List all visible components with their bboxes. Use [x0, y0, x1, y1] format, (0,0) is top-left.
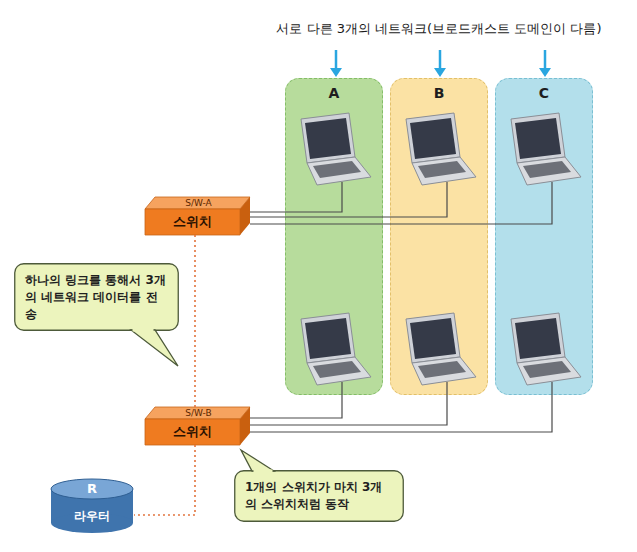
- switch-front: [145, 209, 240, 235]
- switch-side: [240, 407, 250, 445]
- switch-label: 스위치: [145, 209, 240, 235]
- switch-label: 스위치: [145, 419, 240, 445]
- header-label: 서로 다른 3개의 네트워크(브로드캐스트 도메인이 다름): [248, 20, 630, 38]
- laptop-base: [517, 357, 581, 385]
- network-cable: [250, 182, 342, 212]
- switch-top: [145, 197, 250, 209]
- laptop-keyboard: [418, 361, 466, 378]
- network-cable: [250, 382, 552, 432]
- switch-box: S/W-A스위치: [145, 197, 250, 235]
- callout-body: [15, 264, 179, 331]
- switch-name: S/W-A: [151, 197, 246, 209]
- laptop-keyboard: [313, 361, 361, 378]
- laptop-base: [412, 357, 476, 385]
- network-band: C: [495, 78, 593, 395]
- pointer-arrow: [330, 50, 551, 77]
- laptop-lid: [301, 113, 355, 163]
- laptop-screen: [410, 118, 456, 159]
- switch-front: [145, 419, 240, 445]
- band-letter: B: [391, 79, 487, 101]
- switch-top: [145, 407, 250, 419]
- network-cable: [250, 182, 552, 432]
- laptop-lid: [511, 113, 565, 163]
- callout-seam: [133, 329, 154, 332]
- laptop-icon: [406, 113, 476, 185]
- laptop-screen: [305, 318, 351, 359]
- callout-text: 1개의 스위치가 마치 3개의 스위치처럼 동작: [245, 479, 393, 513]
- laptop-icon: [406, 313, 476, 385]
- trunk-link: [194, 235, 196, 407]
- pointer-arrow: [439, 50, 442, 70]
- network-cable: [250, 382, 447, 425]
- pointer-arrow: [544, 50, 547, 70]
- laptop-keyboard: [418, 161, 466, 178]
- callout-body: [235, 471, 404, 522]
- laptop-screen: [515, 118, 561, 159]
- callout-bubble: 1개의 스위치가 마치 3개의 스위치처럼 동작: [234, 470, 404, 522]
- laptop-group: [495, 78, 593, 395]
- laptop-keyboard: [313, 161, 361, 178]
- trunk-link: [134, 445, 195, 515]
- laptop-icon: [511, 313, 581, 385]
- callout-bubble: 하나의 링크를 통해서 3개의 네트워크 데이터를 전송: [14, 263, 179, 331]
- laptop-icon: [511, 113, 581, 185]
- laptop-icon: [301, 313, 371, 385]
- pointer-arrow: [330, 68, 342, 77]
- band-letter: A: [286, 79, 382, 101]
- laptop-keyboard: [523, 361, 571, 378]
- switch-name: S/W-B: [151, 407, 246, 419]
- laptop-screen: [515, 318, 561, 359]
- router-letter: R: [50, 478, 134, 500]
- network-band: A: [285, 78, 383, 395]
- band-letter: C: [496, 79, 592, 101]
- laptop-lid: [406, 113, 460, 163]
- network-cable: [250, 182, 552, 224]
- laptop-lid: [511, 313, 565, 363]
- pointer-arrow: [434, 68, 446, 77]
- callout-text: 하나의 링크를 통해서 3개의 네트워크 데이터를 전송: [25, 272, 168, 322]
- pointer-arrow: [539, 68, 551, 77]
- laptop-screen: [410, 318, 456, 359]
- laptop-base: [307, 157, 371, 185]
- callout-tail: [241, 450, 274, 471]
- router-top: [51, 479, 133, 499]
- laptop-keyboard: [523, 161, 571, 178]
- laptop-base: [517, 157, 581, 185]
- network-cable: [250, 182, 447, 217]
- callout-seam: [254, 470, 273, 473]
- laptop-icon: [301, 113, 371, 185]
- laptop-group: [285, 78, 383, 395]
- laptop-base: [412, 157, 476, 185]
- switch-side: [240, 197, 250, 235]
- router-cylinder: R라우터: [50, 478, 134, 534]
- callout-tail: [131, 330, 178, 366]
- laptop-lid: [301, 313, 355, 363]
- laptop-screen: [305, 118, 351, 159]
- laptop-lid: [406, 313, 460, 363]
- network-cable: [250, 382, 342, 418]
- pointer-arrow: [335, 50, 338, 70]
- callout-shape: [234, 470, 404, 522]
- network-band: B: [390, 78, 488, 395]
- laptop-group: [390, 78, 488, 395]
- laptop-base: [307, 357, 371, 385]
- switch-box: S/W-B스위치: [145, 407, 250, 445]
- router-label: 라우터: [50, 500, 134, 534]
